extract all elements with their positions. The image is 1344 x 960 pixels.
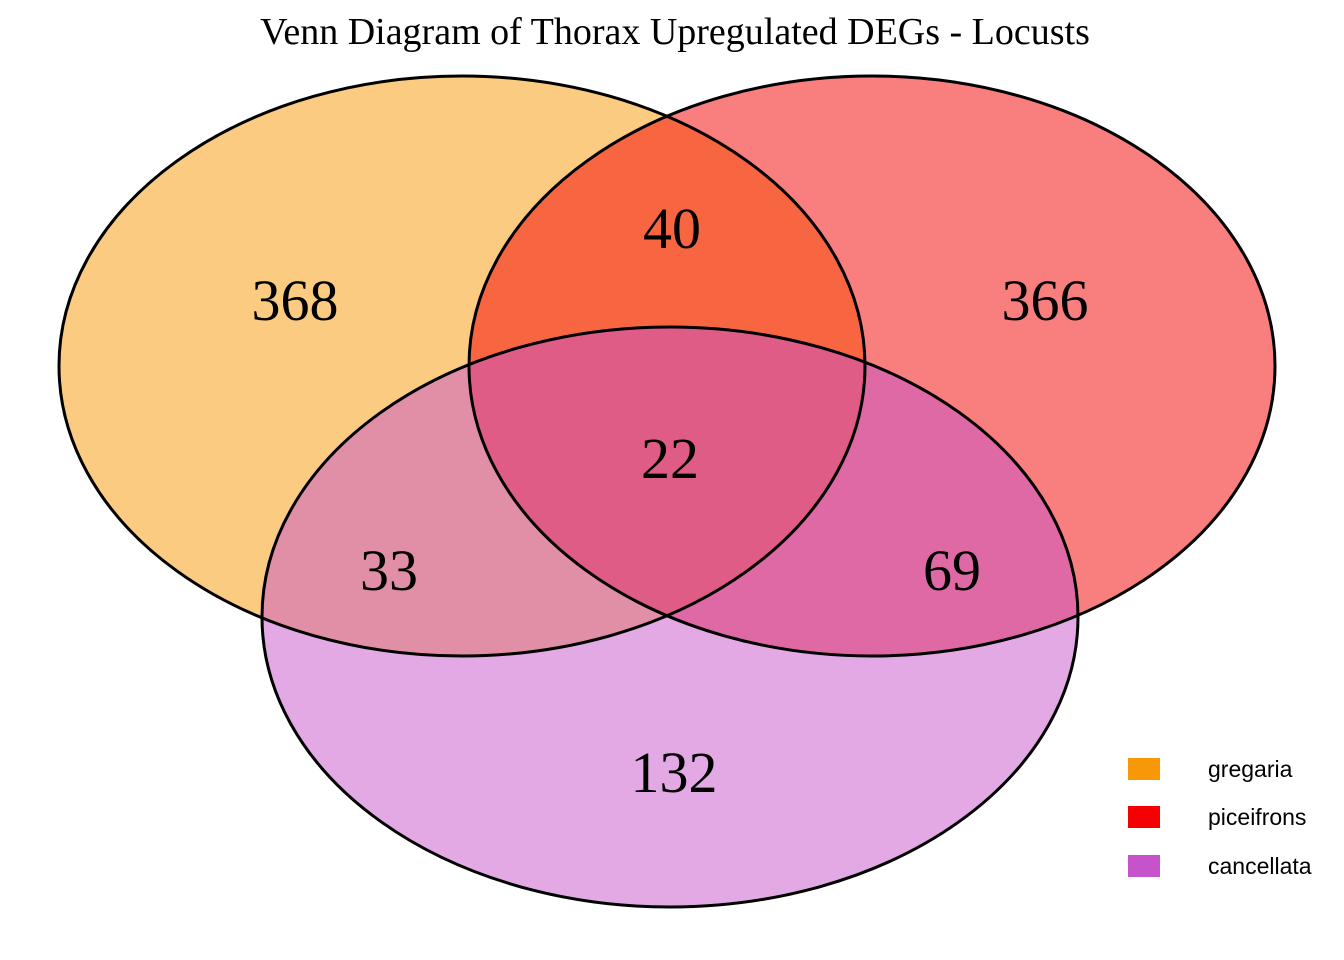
count-gregaria-piceifrons: 40 bbox=[643, 196, 701, 261]
cancellata-ellipse-outline bbox=[260, 325, 1080, 909]
legend-item-cancellata: cancellata bbox=[1128, 853, 1312, 879]
count-all-three: 22 bbox=[641, 426, 699, 491]
legend-swatch-cancellata bbox=[1128, 855, 1160, 877]
legend-swatch-piceifrons bbox=[1128, 806, 1160, 828]
gregaria-ellipse-outline bbox=[57, 74, 867, 658]
legend-swatch-gregaria bbox=[1128, 758, 1160, 780]
count-cancellata-only: 132 bbox=[631, 740, 718, 805]
count-piceifrons-only: 366 bbox=[1002, 268, 1089, 333]
legend-label-piceifrons: piceifrons bbox=[1208, 804, 1306, 830]
legend-item-piceifrons: piceifrons bbox=[1128, 804, 1306, 830]
count-piceifrons-cancellata: 69 bbox=[923, 538, 981, 603]
chart-title: Venn Diagram of Thorax Upregulated DEGs … bbox=[260, 11, 1090, 53]
legend-label-cancellata: cancellata bbox=[1208, 853, 1312, 879]
legend-item-gregaria: gregaria bbox=[1128, 756, 1293, 782]
count-gregaria-cancellata: 33 bbox=[360, 538, 418, 603]
legend: gregaria piceifrons cancellata bbox=[1128, 756, 1312, 879]
legend-label-gregaria: gregaria bbox=[1208, 756, 1293, 782]
count-gregaria-only: 368 bbox=[252, 268, 339, 333]
